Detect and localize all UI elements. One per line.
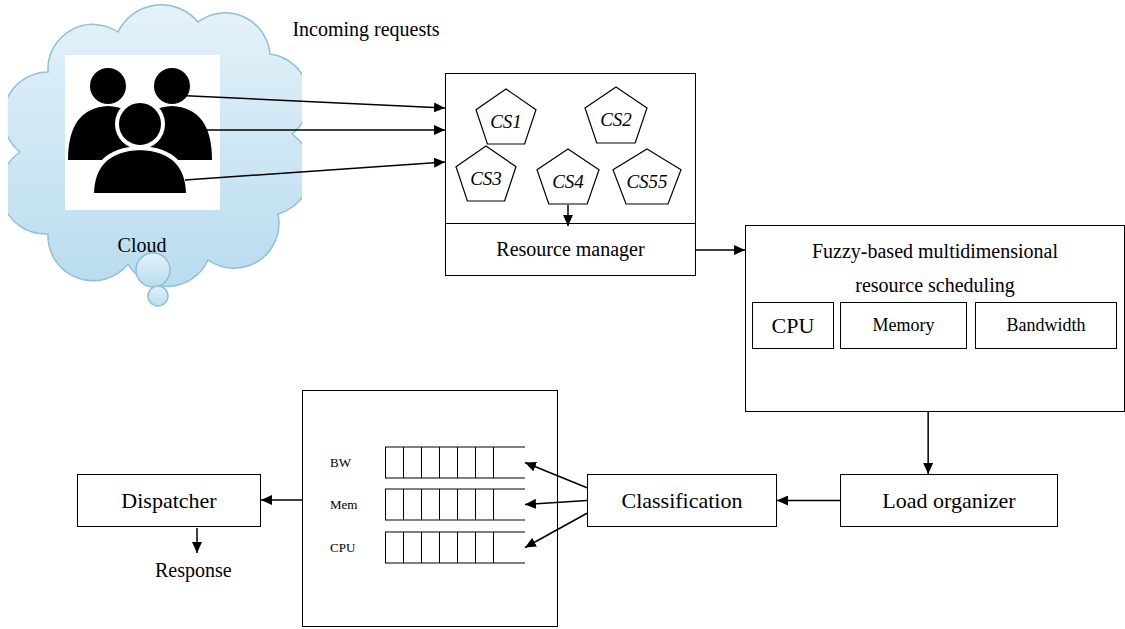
server-label: CS4 [552, 171, 584, 193]
server-pentagon: CS4 [536, 148, 600, 205]
server-label: CS55 [626, 171, 667, 193]
process-label: Load organizer [882, 488, 1015, 514]
process-label: CPU [772, 313, 815, 339]
process-box: Memory [840, 302, 967, 349]
flow-arrow [525, 463, 587, 488]
server-pentagon: CS3 [455, 145, 517, 202]
queue-cells [385, 446, 525, 479]
flow-arrow [696, 249, 745, 251]
flow-arrow [525, 501, 587, 505]
users-icon [65, 55, 220, 210]
flow-arrow [261, 499, 302, 501]
server-label: CS1 [490, 111, 522, 133]
cloud-shape: Cloud [8, 2, 302, 312]
flow-arrow [170, 95, 445, 108]
server-pentagon: CS55 [612, 148, 682, 205]
queue: Mem [318, 488, 525, 521]
manager-band: Resource manager [446, 223, 695, 275]
process-box: Load organizer [840, 474, 1058, 527]
queue: CPU [318, 531, 525, 564]
process-box: Classification [587, 474, 777, 527]
queue-label: BW [330, 446, 351, 479]
process-box: Bandwidth [975, 302, 1117, 349]
process-label: Memory [873, 315, 935, 336]
server-label: CS2 [600, 109, 632, 131]
flow-label: Incoming requests [291, 16, 441, 42]
process-label: Bandwidth [1007, 315, 1086, 336]
cloud-label: Cloud [118, 234, 167, 257]
cloud-bubble [148, 286, 168, 306]
queue-cells [385, 531, 525, 564]
server-pentagon: CS1 [475, 88, 537, 145]
scheduler-box: Fuzzy-based multidimensional resource sc… [745, 225, 1125, 412]
queue-label: CPU [330, 531, 355, 564]
response-arrow [196, 528, 198, 553]
manager-label: Resource manager [496, 238, 644, 261]
server-label: CS3 [470, 168, 502, 190]
flow-arrow [185, 162, 445, 180]
flow-arrow [927, 412, 929, 474]
process-label: Classification [622, 488, 743, 514]
flow-arrow [777, 500, 840, 502]
server-pentagon: CS2 [584, 86, 648, 144]
flow-arrow [567, 205, 569, 226]
resource-manager-box: Resource manager CS1 CS2CS3 CS4 CS55 [445, 73, 696, 276]
queue: BW [318, 446, 525, 479]
cloud-body [8, 5, 302, 287]
cloud-outline [8, 2, 302, 312]
flow-arrow [195, 129, 445, 131]
cloud-bubble [136, 253, 170, 287]
queue-panel: BW MemCPU [302, 390, 558, 627]
scheduler-heading: Fuzzy-based multidimensional resource sc… [785, 234, 1085, 302]
queue-cells [385, 488, 525, 521]
response-label: Response [155, 557, 245, 583]
process-label: Dispatcher [121, 488, 216, 514]
flow-arrow [525, 513, 587, 547]
process-box: CPU [752, 302, 834, 349]
process-box: Dispatcher [77, 474, 261, 527]
queue-label: Mem [330, 488, 357, 521]
